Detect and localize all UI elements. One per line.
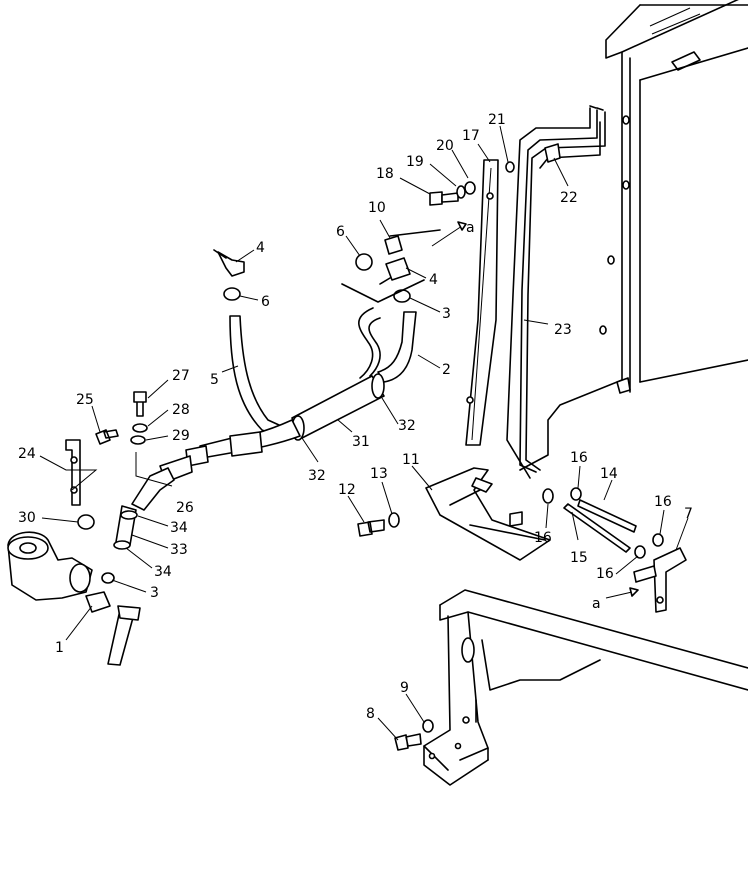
clamp-34b [113,540,131,550]
callout-16: 16 [570,450,588,466]
callout-31: 31 [352,434,370,450]
callout-30: 30 [18,510,36,526]
nut-20 [464,181,476,195]
nut-3-left [101,572,115,584]
nut-3-right [393,289,411,303]
nut-6-right [355,253,373,271]
callout-1: 1 [55,640,64,656]
valve-4-left [217,251,245,277]
callout-4: 4 [429,272,438,288]
callout-17: 17 [462,128,480,144]
hose-2 [377,311,417,383]
callout-6: 6 [336,224,345,240]
callout-29: 29 [172,428,190,444]
callout-13: 13 [370,466,388,482]
callout-3: 3 [150,585,159,601]
adaptor [85,591,111,613]
valve-4-right [385,257,411,281]
callout-23: 23 [554,322,572,338]
callout-10: 10 [368,200,386,216]
bracket-7 [653,547,687,613]
callout-28: 28 [172,402,190,418]
callout-6: 6 [261,294,270,310]
callout-9: 9 [400,680,409,696]
nut-21 [505,161,515,173]
bolt-25 [95,429,119,445]
bolt-8 [394,733,422,751]
callout-16: 16 [534,530,552,546]
callout-24: 24 [18,446,36,462]
leader-lines [39,125,689,741]
clamp-32a [371,373,385,399]
drain-tube-assembly [506,105,606,479]
callout-22: 22 [560,190,578,206]
callout-32: 32 [398,418,416,434]
callout-14: 14 [600,466,618,482]
ref-a-top: a [466,220,475,236]
clamp-34a [120,510,138,520]
washer-13 [388,512,400,528]
callout-12: 12 [338,482,356,498]
callout-20: 20 [436,138,454,154]
bolt-12 [357,519,385,537]
callout-2: 2 [442,362,451,378]
callout-33: 33 [170,542,188,558]
rod-14 [577,499,637,533]
fitting-10 [384,235,403,255]
tube-31 [291,375,385,439]
pipe-1 [7,531,93,601]
bracket-24 [65,439,81,506]
callout-34: 34 [154,564,172,580]
nut-16b [570,487,582,501]
washer-9 [422,719,434,733]
callout-21: 21 [488,112,506,128]
callout-34: 34 [170,520,188,536]
cover-11 [425,467,551,561]
nut-30 [77,514,95,530]
bolt-27 [133,391,147,417]
nut-16d [634,545,646,559]
callout-15: 15 [570,550,588,566]
callout-26: 26 [176,500,194,516]
machine-frame [423,589,748,786]
rod-15 [563,503,631,553]
hose-s-bend [358,307,374,379]
washer-19 [456,185,466,199]
callout-7: 7 [684,506,693,522]
nut-16c [652,533,664,547]
callout-18: 18 [376,166,394,182]
nut-6-left [223,287,241,301]
callout-labels: 1 2 3 3 4 4 5 6 6 7 8 9 10 11 12 13 14 1… [18,112,693,722]
callout-27: 27 [172,368,190,384]
bracket-17 [465,159,499,446]
washer-29 [130,435,146,445]
washer-28 [132,423,148,433]
callout-4: 4 [256,240,265,256]
radiator-panel [519,0,748,471]
hose-5 [229,315,291,441]
callout-5: 5 [210,372,219,388]
callout-19: 19 [406,154,424,170]
callout-25: 25 [76,392,94,408]
elbow-26 [131,467,175,511]
callout-32: 32 [308,468,326,484]
bolt-18 [429,191,459,206]
callout-3: 3 [442,306,451,322]
callout-16: 16 [654,494,672,510]
nut-16a [542,488,554,504]
ref-a-bottom: a [592,596,601,612]
callout-11: 11 [402,452,420,468]
callout-8: 8 [366,706,375,722]
callout-16: 16 [596,566,614,582]
